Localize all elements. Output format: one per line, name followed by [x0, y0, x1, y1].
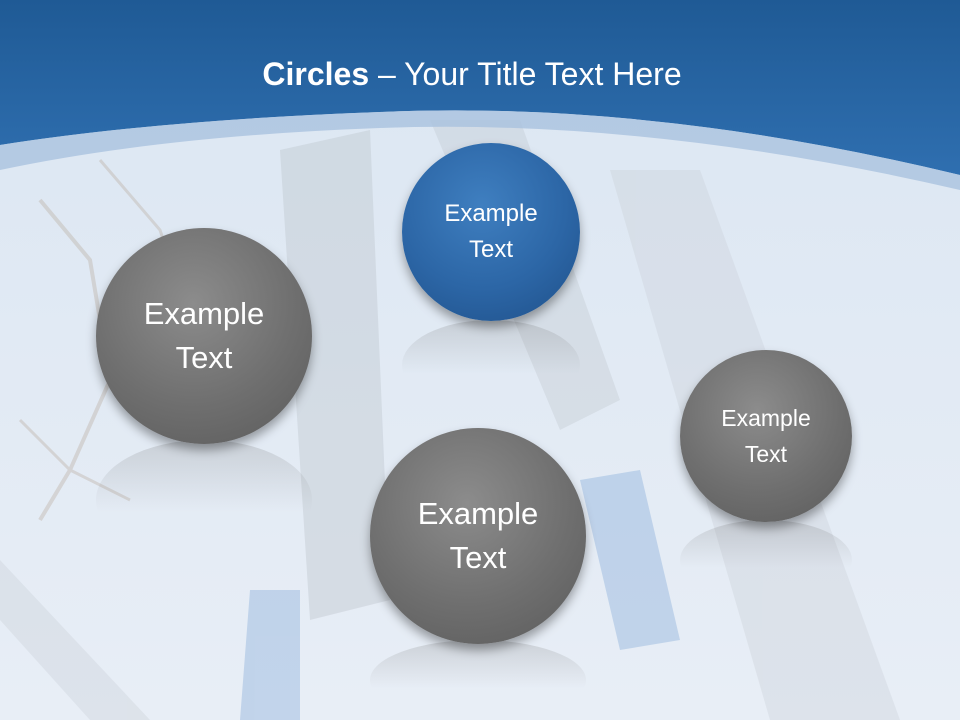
title-rest: – Your Title Text Here: [369, 56, 682, 92]
slide-title: Circles – Your Title Text Here: [0, 52, 944, 96]
circle-reflection: [680, 520, 852, 600]
circle-reflection: [96, 440, 312, 560]
circle-label-line1: Example: [417, 496, 539, 531]
circle-bottom[interactable]: Example Text: [370, 428, 586, 644]
circle-right[interactable]: Example Text: [680, 350, 852, 522]
circle-label-line2: Text: [175, 340, 233, 375]
title-bold: Circles: [262, 56, 370, 92]
circle-label-line1: Example: [143, 296, 265, 331]
circle-reflection: [402, 320, 580, 410]
circle-left[interactable]: Example Text: [96, 228, 312, 444]
circle-label-line1: Example: [721, 405, 811, 431]
circle-label-line2: Text: [468, 236, 513, 263]
circle-label-line1: Example: [444, 200, 538, 227]
circle-reflection: [370, 640, 586, 720]
circle-label-line2: Text: [744, 441, 788, 467]
circle-label-line2: Text: [449, 540, 507, 575]
circle-top-blue[interactable]: Example Text: [402, 143, 580, 321]
